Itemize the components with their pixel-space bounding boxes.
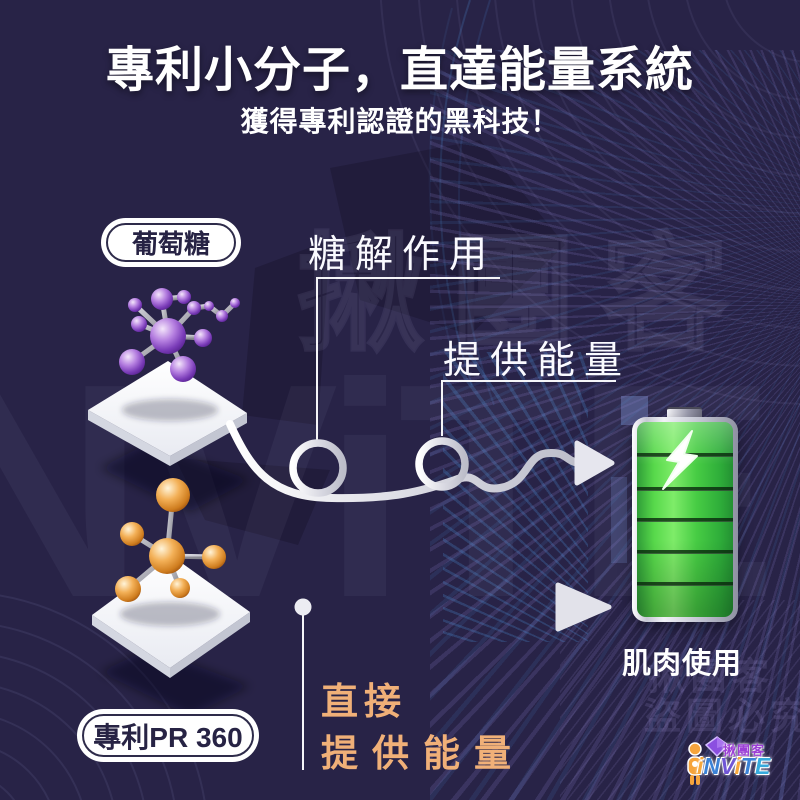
page-subtitle: 獲得專利認證的黑科技！ [240,106,560,137]
watermark-slab [611,477,627,563]
watermark-antitheft-row2: 盜圖必究 [644,696,800,737]
battery-caption: 肌肉使用 [622,648,743,680]
callout-lines [302,277,616,770]
dark-logo-silhouette [175,140,565,545]
battery-level [637,422,733,617]
brand-logo-latin-text: iNViTE [697,753,770,780]
corner-stripes-decoration [560,600,800,800]
patent-pr360-label-pill: 專利PR 360 [82,714,254,757]
direct-straight-arrow [247,582,612,632]
brand-logo: 揪團客 iNViTE [685,736,797,796]
logo-letter: N [703,753,721,779]
battery-icon [632,417,738,622]
blue-swoosh-decoration [428,0,495,406]
page-title: 專利小分子，直達能量系統 [105,44,694,97]
glucose-label-pill: 葡萄糖 [106,223,236,262]
direct-label-line2: 提供能量 [321,733,525,774]
provide-energy-step-label: 提供能量 [443,340,632,382]
direct-label-line1: 直接 [321,681,407,722]
glycolysis-step-label: 糖解作用 [308,234,497,276]
logo-letter: E [754,753,771,779]
lightning-bolt-icon [662,430,698,490]
logo-letter: T [740,753,755,779]
pr360-molecule [115,478,226,602]
logo-letter: V [720,753,735,779]
person-icon [687,742,703,785]
glucose-platform [88,361,250,512]
cube-icon [704,736,730,758]
ray-fan-decoration [430,50,800,800]
glycolysis-curly-arrow [226,420,615,503]
glucose-molecule [119,288,240,382]
logo-letter: i [734,753,741,779]
watermark-antitheft-row1: 揪團客 [648,656,774,697]
watermark-brand-outline-text: 揪團客 [297,224,754,365]
brand-logo-cjk-text: 揪團客 [723,743,766,758]
pr360-platform [92,556,250,716]
logo-letter: i [697,753,704,779]
